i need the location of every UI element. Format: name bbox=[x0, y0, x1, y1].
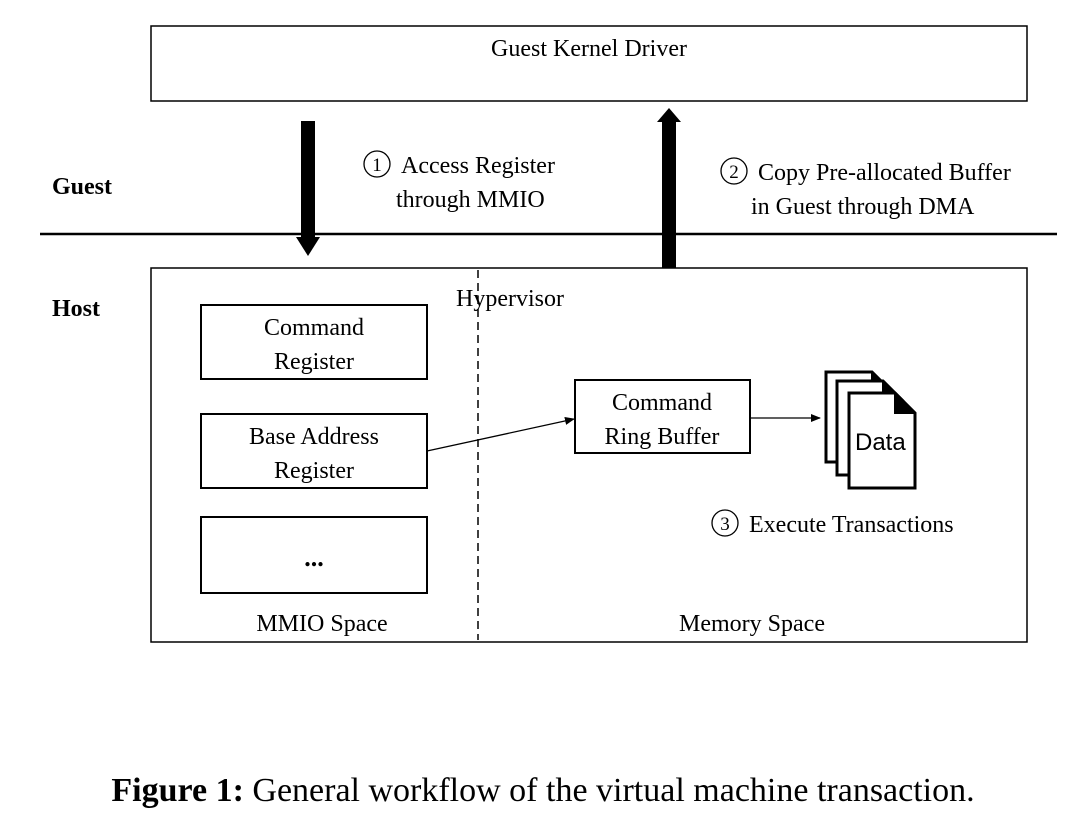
step1-line2: through MMIO bbox=[396, 187, 545, 213]
command-ring-buffer-line1: Command bbox=[612, 390, 712, 416]
command-register-line1: Command bbox=[264, 315, 364, 341]
data-label: Data bbox=[855, 429, 906, 456]
command-register-line2: Register bbox=[274, 349, 354, 375]
step2-annotation: 2 Copy Pre-allocated Buffer in Guest thr… bbox=[720, 157, 1011, 220]
guest-label: Guest bbox=[52, 174, 112, 200]
hypervisor-label: Hypervisor bbox=[456, 286, 564, 312]
step1-line1: Access Register bbox=[401, 153, 555, 179]
guest-kernel-driver-label: Guest Kernel Driver bbox=[491, 36, 687, 62]
figure-caption-text: General workflow of the virtual machine … bbox=[252, 772, 975, 809]
step2-line2: in Guest through DMA bbox=[751, 194, 975, 220]
down-arrow-mmio bbox=[296, 121, 320, 256]
figure-label: Figure 1: bbox=[111, 772, 244, 809]
base-address-register-box: Base Address Register bbox=[200, 413, 428, 489]
command-register-box: Command Register bbox=[200, 304, 428, 380]
mmio-space-label: MMIO Space bbox=[256, 611, 387, 637]
step1-number-circle bbox=[363, 150, 391, 178]
more-registers-box: ... bbox=[200, 516, 428, 594]
step3-number: 3 bbox=[720, 514, 730, 535]
command-ring-buffer-box: Command Ring Buffer bbox=[574, 379, 751, 454]
step1-annotation: 1 Access Register through MMIO bbox=[363, 150, 555, 213]
ellipsis-label: ... bbox=[304, 543, 324, 572]
step3-annotation: 3 Execute Transactions bbox=[711, 509, 954, 538]
base-address-register-line1: Base Address bbox=[249, 424, 379, 450]
step2-number-circle bbox=[720, 157, 748, 185]
step1-number: 1 bbox=[372, 155, 382, 176]
base-to-ringbuffer-arrow bbox=[426, 417, 575, 452]
step2-line1: Copy Pre-allocated Buffer bbox=[758, 160, 1011, 186]
step2-number: 2 bbox=[729, 162, 739, 183]
data-documents-icon: Data bbox=[824, 370, 917, 490]
memory-space-label: Memory Space bbox=[679, 611, 825, 637]
step3-line1: Execute Transactions bbox=[749, 512, 954, 538]
step3-number-circle bbox=[711, 509, 739, 537]
base-address-register-line2: Register bbox=[274, 458, 354, 484]
command-ring-buffer-line2: Ring Buffer bbox=[605, 424, 720, 450]
figure-caption: Figure 1: General workflow of the virtua… bbox=[0, 772, 1086, 810]
host-label: Host bbox=[52, 296, 100, 322]
guest-kernel-driver-box: Guest Kernel Driver bbox=[150, 25, 1028, 102]
